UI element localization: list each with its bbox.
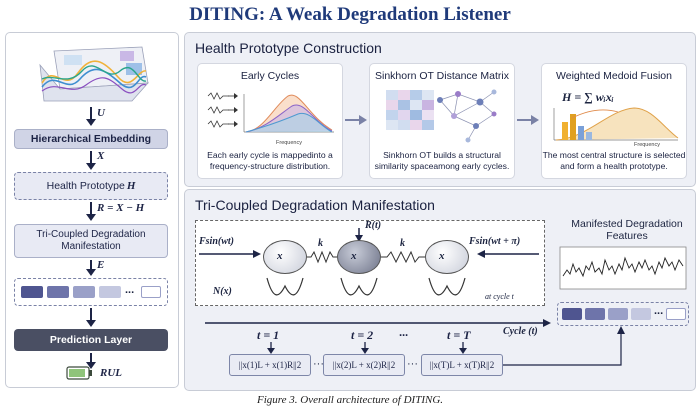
double-well-potential [428, 277, 466, 296]
feature-token [99, 286, 121, 298]
norm-box-1: ||x(1)L + x(1)R||2 [229, 354, 311, 376]
card-title: Early Cycles [240, 70, 300, 82]
double-well-potential [340, 277, 378, 296]
norm-ellipsis: ··· [313, 358, 324, 370]
norm-ellipsis: ··· [407, 358, 418, 370]
residual-label: R = X − H [97, 202, 145, 214]
time-label: t = 1 [257, 328, 280, 342]
spring-left-constant: k [318, 238, 323, 249]
node-middle-label: x [351, 250, 357, 262]
tri-coupled-panel: Tri-Coupled Degradation Manifestation Fs… [184, 189, 696, 391]
manifested-tokens: ... [557, 302, 689, 326]
right-force-label: Fsin(wt + π) [469, 236, 521, 247]
connector-arrow [503, 326, 625, 366]
feature-tokens-block: ... [14, 278, 168, 306]
medoid-formula: H = ∑ wᵢxᵢ [562, 90, 614, 104]
down-arrow [267, 342, 275, 354]
time-label: t = T [447, 328, 471, 342]
oscillator-right: x [425, 240, 469, 274]
at-cycle-label: at cycle t [485, 292, 514, 301]
oscillator-left: x [263, 240, 307, 274]
card-title: Sinkhorn OT Distance Matrix [374, 70, 510, 82]
tri-coupled-block: Tri-Coupled Degradation Manifestation [14, 224, 168, 258]
feature-token [585, 308, 605, 320]
time-ellipsis: ··· [399, 328, 408, 342]
cycle-axis-label: Cycle (t) [503, 326, 538, 337]
card-description: Each early cycle is mappedinto a frequen… [207, 150, 333, 171]
feature-token [562, 308, 582, 320]
token-ellipsis: ... [654, 305, 664, 317]
feature-token [73, 286, 95, 298]
battery-icon [66, 366, 92, 380]
feature-token [666, 308, 686, 320]
down-arrow [459, 342, 467, 354]
u-label: U [97, 107, 105, 119]
spring-right-constant: k [400, 238, 405, 249]
card-title: Weighted Medoid Fusion [556, 70, 672, 82]
time-label: t = 2 [351, 328, 374, 342]
feature-token [47, 286, 69, 298]
figure-title: DITING: A Weak Degradation Listener [189, 4, 511, 25]
figure-caption: Figure 3. Overall architecture of DITING… [256, 394, 444, 406]
weighted-medoid-card: Weighted Medoid Fusion H = ∑ wᵢxᵢ Freque… [541, 63, 687, 179]
e-label: E [97, 259, 105, 271]
distance-matrix-image [386, 89, 497, 143]
right-force-arrow [477, 250, 539, 258]
left-force-arrow [199, 250, 261, 258]
residual-input-label: R(t) [365, 220, 382, 231]
oscillator-middle: x [337, 240, 381, 274]
x-label: X [97, 150, 105, 162]
prediction-layer-block: Prediction Layer [14, 329, 168, 351]
norm-box-2: ||x(2)L + x(2)R||2 [323, 354, 405, 376]
manifested-features-title: Manifested Degradation Features [571, 218, 683, 242]
feature-token [141, 286, 161, 298]
frequency-axis-label: Frequency [276, 140, 302, 146]
card-description: Sinkhorn OT builds a structural similari… [374, 150, 510, 171]
down-arrow [361, 342, 369, 354]
health-prototype-text: Health Prototype [46, 180, 125, 192]
rul-label: RUL [100, 367, 122, 379]
frequency-axis-label: Frequency [634, 142, 660, 148]
residual-input-arrow [355, 228, 363, 242]
flow-arrow [517, 115, 539, 125]
pipeline-panel: U Hierarchical Embedding X Health Protot… [5, 32, 179, 388]
signal-cube-image [39, 46, 149, 102]
early-cycles-card: Early Cycles Frequency Each early cycle … [197, 63, 343, 179]
health-panel-title: Health Prototype Construction [195, 40, 382, 56]
spring-left [307, 250, 337, 264]
feature-token [631, 308, 651, 320]
manifested-signal-chart [559, 246, 687, 290]
feature-token [21, 286, 43, 298]
feature-token [608, 308, 628, 320]
tri-panel-title: Tri-Coupled Degradation Manifestation [195, 197, 435, 213]
node-right-label: x [439, 250, 445, 262]
norm-box-T: ||x(T)L + x(T)R||2 [421, 354, 503, 376]
health-prototype-panel: Health Prototype Construction Early Cycl… [184, 32, 696, 187]
potential-label: N(x) [213, 286, 232, 297]
spring-right [381, 250, 425, 264]
double-well-potential [266, 277, 304, 296]
card-description: The most central structure is selected a… [542, 150, 686, 171]
node-left-label: x [277, 250, 283, 262]
health-prototype-symbol: H [126, 180, 136, 192]
hierarchical-embedding-block: Hierarchical Embedding [14, 129, 168, 149]
frequency-distribution-chart [207, 92, 334, 133]
token-ellipsis: ... [125, 284, 135, 296]
medoid-histogram [553, 107, 679, 141]
health-prototype-block: Health Prototype H [14, 172, 168, 200]
sinkhorn-card: Sinkhorn OT Distance Matrix Sinkhorn OT … [369, 63, 515, 179]
flow-arrow [345, 115, 367, 125]
left-force-label: Fsin(wt) [199, 236, 235, 247]
cycle-axis [205, 319, 551, 327]
